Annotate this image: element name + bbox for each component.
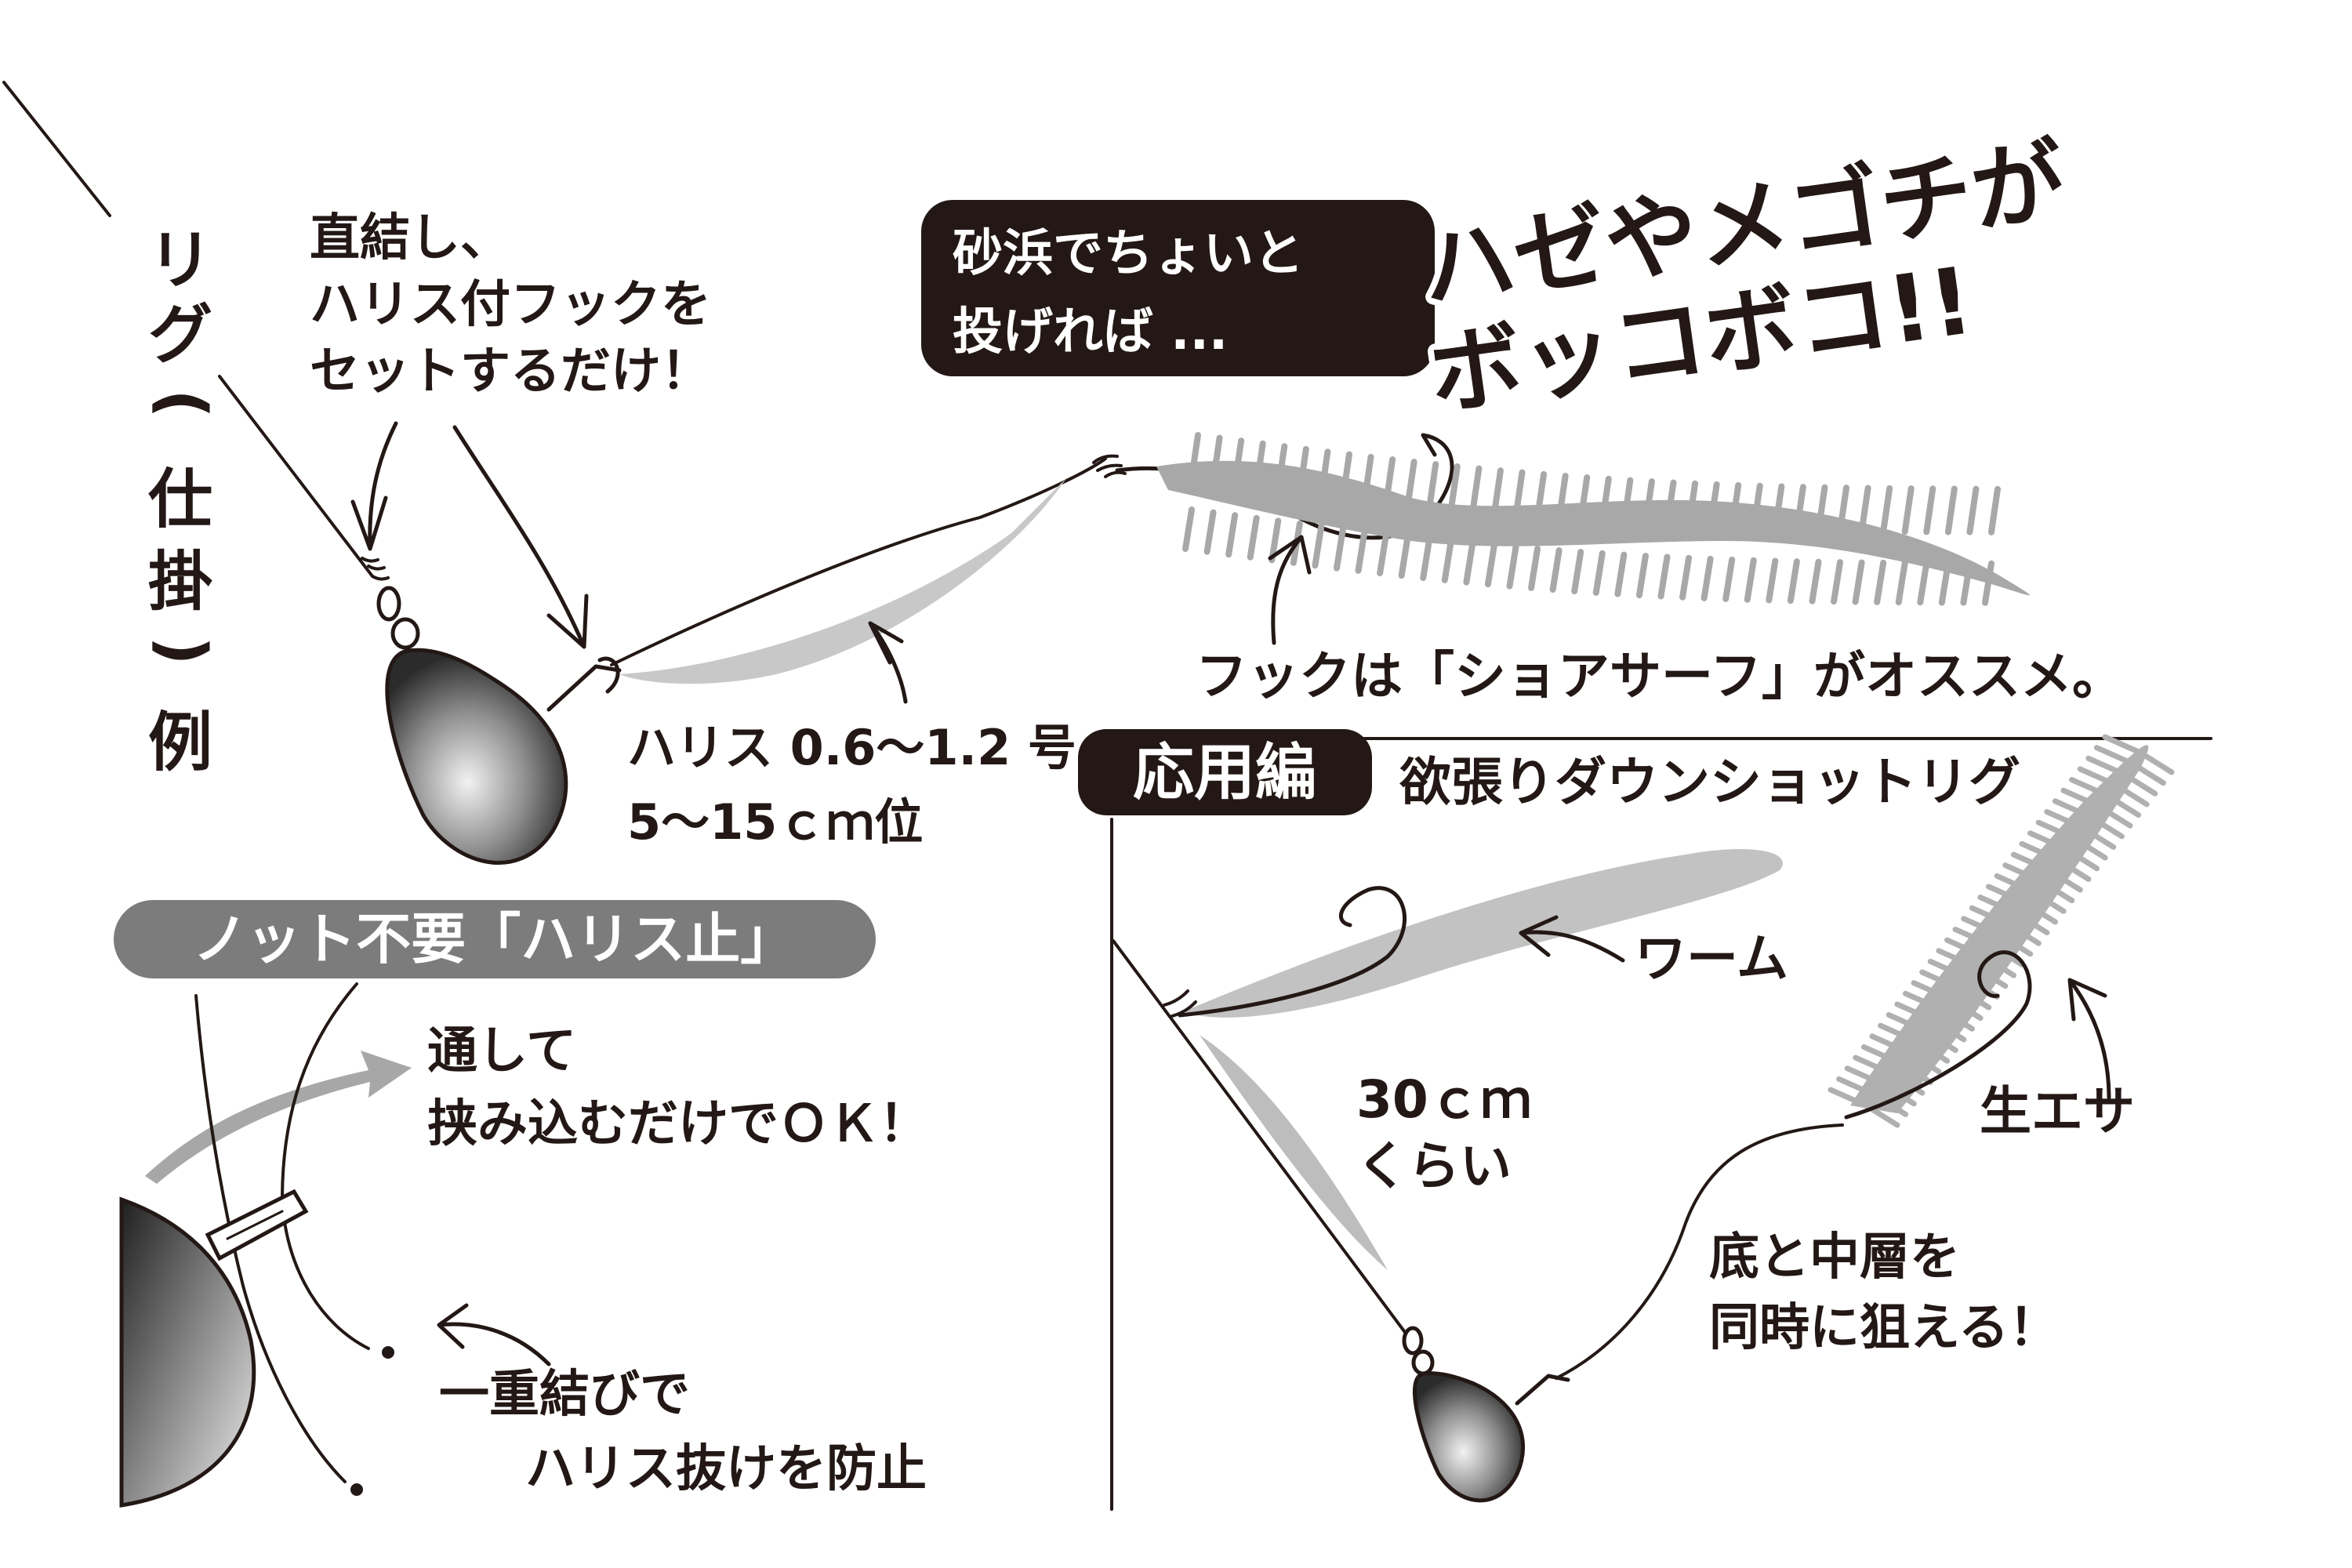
callout-direct-line3: セットするだけ！ xyxy=(310,343,711,401)
knotless-line-b xyxy=(281,982,370,1350)
label-distance-line1: 30ｃｍ xyxy=(1356,1069,1532,1130)
arrow-direct-knot xyxy=(350,421,398,551)
arrow-bait xyxy=(2067,978,2111,1100)
headline: 砂浜でちょいと 投げれば ... ハゼやメゴチが ボッコボコ!! xyxy=(921,120,2078,436)
rig-title-char: リ xyxy=(148,223,212,298)
applied-title: 欲張りダウンショットリグ xyxy=(1399,752,2020,812)
knotless-gray-arrow xyxy=(145,1051,412,1184)
leader-knot xyxy=(1092,454,1127,478)
dropper-knot xyxy=(1163,989,1197,1018)
lower-hook xyxy=(1844,950,2032,1120)
applied-tag-label: 応用編 xyxy=(1133,738,1316,808)
arrow-harisu xyxy=(868,621,908,704)
leader-line xyxy=(610,457,1107,666)
knotless-tag-label: ノット不要「ハリス止」 xyxy=(193,907,796,971)
knotless-knot-line2: ハリス抜けを防止 xyxy=(525,1440,927,1498)
knotless-section: ノット不要「ハリス止」 通して 挟み込むだけでＯＫ！ 一重結びで ハリス抜けを防… xyxy=(114,900,929,1508)
swivel xyxy=(361,557,420,650)
main-line-top xyxy=(2,81,111,217)
sinker xyxy=(385,648,568,865)
dropper-sinker xyxy=(1413,1371,1526,1503)
worm-lure xyxy=(1184,848,1783,1018)
harisu-stop xyxy=(546,664,622,712)
applied-section: 応用編 欲張りダウンショットリグ ワーム 30ｃｍ くらい 生エサ 底と中層を xyxy=(1078,729,2212,1511)
rig-title-char: 例 xyxy=(148,706,212,780)
callout-harisu-line1: ハリス 0.6〜1.2 号 xyxy=(627,719,1076,776)
main-rig xyxy=(2,81,2030,865)
bubble-line1: 砂浜でちょいと xyxy=(953,225,1304,283)
rig-title-char: ( xyxy=(145,389,220,418)
knotless-line-a xyxy=(194,994,347,1483)
dropper-gray-band xyxy=(1200,1035,1388,1270)
arrow-worm xyxy=(1519,915,1625,963)
arrow-knot xyxy=(437,1303,551,1367)
bloodworm-bait xyxy=(1156,432,2030,606)
callout-direct-line2: ハリス付フックを xyxy=(310,276,711,334)
label-distance-line2: くらい xyxy=(1356,1136,1512,1196)
arrow-harisu-stop xyxy=(452,425,589,649)
dropper-swivel xyxy=(1402,1326,1424,1356)
knot-a xyxy=(350,1483,363,1496)
label-note-line1: 底と中層を xyxy=(1709,1229,1960,1287)
bubble-line2: 投げれば ... xyxy=(953,303,1228,361)
callout-hook: フックは「ショアサーフ」がオススメ。 xyxy=(1196,646,2124,706)
label-worm: ワーム xyxy=(1635,928,1788,989)
knotless-pass-line2: 挟み込むだけでＯＫ！ xyxy=(427,1095,929,1153)
headline-bubble xyxy=(921,200,1435,376)
lower-leader xyxy=(1555,1123,1844,1380)
callout-direct: 直結し、 ハリス付フックを セットするだけ！ xyxy=(310,209,711,401)
knotless-pass-line1: 通して xyxy=(427,1022,576,1080)
callout-harisu: ハリス 0.6〜1.2 号 5〜15ｃｍ位 xyxy=(627,719,1076,851)
callout-direct-line1: 直結し、 xyxy=(310,209,510,267)
knotless-sinker xyxy=(119,1196,256,1508)
applied-tag xyxy=(1078,729,1372,815)
rig-title-char: 仕 xyxy=(148,463,212,537)
rig-title-char: 掛 xyxy=(148,545,212,619)
upper-hook xyxy=(1178,886,1407,1018)
main-line xyxy=(218,375,374,578)
knot-b xyxy=(382,1346,394,1359)
rig-title-char: ) xyxy=(145,636,220,665)
rig-title: リ グ ( 仕 掛 ) 例 xyxy=(145,223,220,780)
leader-gray-band xyxy=(619,478,1066,684)
label-note-line2: 同時に狙える！ xyxy=(1709,1299,2059,1357)
label-bait: 生エサ xyxy=(1980,1081,2135,1142)
knotless-knot-line1: 一重結びで xyxy=(439,1366,690,1424)
knotless-tag xyxy=(114,900,876,978)
arrow-hook xyxy=(1268,535,1312,645)
dropper-main-line xyxy=(1112,939,1413,1342)
rig-title-char: グ xyxy=(148,298,212,372)
callout-harisu-line2: 5〜15ｃｍ位 xyxy=(627,793,923,851)
